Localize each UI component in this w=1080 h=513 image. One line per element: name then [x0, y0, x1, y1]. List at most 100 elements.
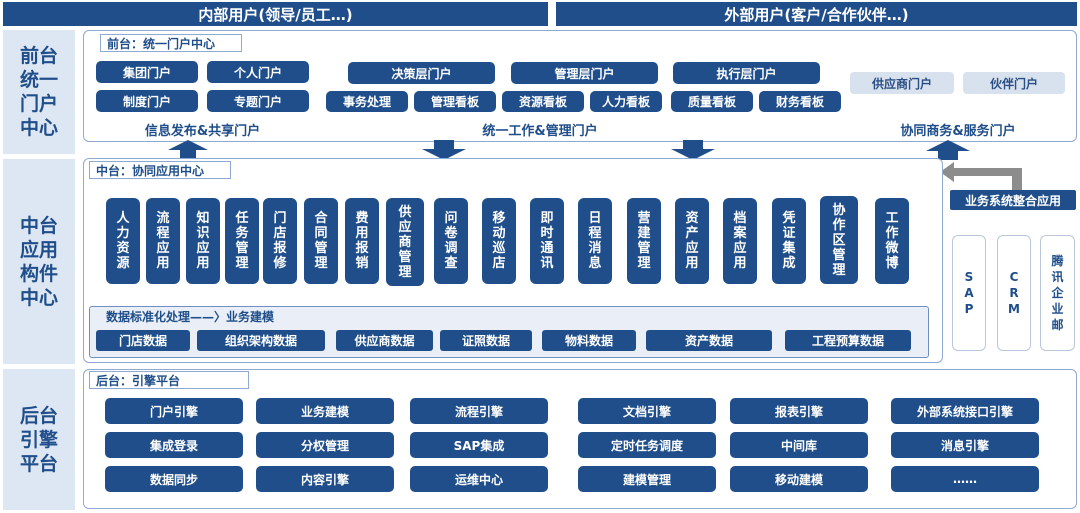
system-tencent-mail[interactable]: 腾讯企业邮 — [1040, 235, 1075, 351]
app-button[interactable]: 费用报销 — [345, 198, 379, 284]
app-label: 日程消息 — [588, 211, 602, 271]
portal-policy-button[interactable]: 制度门户 — [96, 90, 198, 112]
app-button[interactable]: 工作微博 — [875, 198, 909, 284]
system-sap[interactable]: SAP — [952, 235, 986, 351]
front-tag-text: 前台：统一门户中心 — [107, 36, 216, 51]
app-label: 问卷调查 — [444, 211, 458, 271]
front-tag: 前台：统一门户中心 — [100, 34, 242, 52]
app-label: 凭证集成 — [782, 211, 796, 271]
engine-button[interactable]: 定时任务调度 — [578, 432, 716, 458]
system-tencent-mail-label: 腾讯企业邮 — [1051, 254, 1064, 332]
app-label: 人力资源 — [116, 211, 130, 271]
system-sap-label: SAP — [964, 270, 974, 316]
middle-tag: 中台：协同应用中心 — [89, 161, 231, 179]
data-item-button[interactable]: 资产数据 — [646, 330, 772, 351]
up-arrow-icon — [168, 140, 208, 160]
portal-group-button[interactable]: 集团门户 — [96, 61, 198, 83]
back-tag-text: 后台：引擎平台 — [96, 373, 181, 388]
portal-topic-button[interactable]: 专题门户 — [207, 90, 309, 112]
engine-button[interactable]: 中间库 — [730, 432, 868, 458]
data-item-button[interactable]: 工程预算数据 — [785, 330, 911, 351]
app-button[interactable]: 档案应用 — [723, 198, 757, 284]
app-label: 任务管理 — [235, 211, 249, 271]
app-label: 供应商管理 — [398, 204, 412, 280]
board-hr-button[interactable]: 人力看板 — [590, 91, 662, 112]
engine-button[interactable]: 流程引擎 — [410, 398, 548, 424]
down-arrow-icon — [422, 140, 466, 160]
app-button[interactable]: 移动巡店 — [482, 198, 516, 284]
left-caption: 信息发布&共享门户 — [144, 124, 261, 139]
back-tag: 后台：引擎平台 — [89, 371, 249, 389]
app-button[interactable]: 合同管理 — [304, 198, 338, 284]
data-item-button[interactable]: 供应商数据 — [336, 330, 433, 351]
middle-side-label: 中台应用构件中心 — [3, 159, 75, 364]
engine-button[interactable]: 报表引擎 — [730, 398, 868, 424]
app-label: 工作微博 — [885, 211, 899, 271]
app-button[interactable]: 流程应用 — [146, 198, 180, 284]
app-button[interactable]: 资产应用 — [675, 198, 709, 284]
engine-button[interactable]: 集成登录 — [105, 432, 243, 458]
middle-side-text: 中台应用构件中心 — [19, 214, 58, 309]
app-button[interactable]: 营建管理 — [627, 198, 661, 284]
data-item-button[interactable]: 物料数据 — [542, 330, 636, 351]
app-button[interactable]: 任务管理 — [225, 198, 259, 284]
portal-supplier-button[interactable]: 供应商门户 — [850, 72, 954, 94]
board-quality-button[interactable]: 质量看板 — [671, 91, 753, 112]
engine-button[interactable]: 数据同步 — [105, 466, 243, 492]
system-crm[interactable]: CRM — [997, 235, 1031, 351]
portal-partner-button[interactable]: 伙伴门户 — [963, 72, 1065, 94]
engine-button[interactable]: 消息引擎 — [891, 432, 1039, 458]
data-item-button[interactable]: 组织架构数据 — [197, 330, 325, 351]
middle-tag-text: 中台：协同应用中心 — [96, 163, 205, 178]
app-label: 协作区管理 — [832, 202, 846, 278]
back-side-label: 后台引擎平台 — [3, 369, 75, 510]
app-label: 费用报销 — [355, 211, 369, 271]
external-users-label: 外部用户(客户/合作伙伴…) — [724, 5, 909, 24]
app-button[interactable]: 门店报修 — [263, 198, 297, 284]
up-arrow-icon-2 — [926, 140, 970, 160]
engine-button[interactable]: 运维中心 — [410, 466, 548, 492]
data-item-button[interactable]: 门店数据 — [96, 330, 190, 351]
app-button[interactable]: 即时通讯 — [530, 198, 564, 284]
app-button[interactable]: 人力资源 — [106, 198, 140, 284]
board-management-button[interactable]: 管理看板 — [414, 91, 496, 112]
engine-button[interactable]: 文档引擎 — [578, 398, 716, 424]
front-side-label: 前台统一门户中心 — [3, 30, 75, 154]
app-label: 移动巡店 — [492, 211, 506, 271]
app-button[interactable]: 问卷调查 — [434, 198, 468, 284]
engine-button[interactable]: 分权管理 — [256, 432, 394, 458]
integration-title: 业务系统整合应用 — [950, 190, 1076, 210]
engine-button[interactable]: 外部系统接口引擎 — [891, 398, 1039, 424]
engine-button[interactable]: 移动建模 — [730, 466, 868, 492]
back-side-text: 后台引擎平台 — [19, 404, 58, 475]
internal-users-bar: 内部用户(领导/员工…) — [3, 2, 548, 26]
engine-button[interactable]: SAP集成 — [410, 432, 548, 458]
app-button[interactable]: 供应商管理 — [386, 198, 424, 286]
app-label: 合同管理 — [314, 211, 328, 271]
app-button[interactable]: 知识应用 — [186, 198, 220, 284]
integration-arrow-icon — [940, 162, 1022, 190]
portal-decision-button[interactable]: 决策层门户 — [348, 62, 495, 84]
portal-management-button[interactable]: 管理层门户 — [511, 62, 658, 84]
app-button[interactable]: 日程消息 — [578, 198, 612, 284]
engine-button[interactable]: 门户引擎 — [105, 398, 243, 424]
portal-execution-button[interactable]: 执行层门户 — [673, 62, 820, 84]
app-label: 门店报修 — [273, 211, 287, 271]
app-label: 即时通讯 — [540, 211, 554, 271]
app-button[interactable]: 协作区管理 — [820, 196, 858, 284]
engine-button[interactable]: …… — [891, 466, 1039, 492]
board-finance-button[interactable]: 财务看板 — [759, 91, 841, 112]
app-label: 资产应用 — [685, 211, 699, 271]
engine-button[interactable]: 建模管理 — [578, 466, 716, 492]
front-side-text: 前台统一门户中心 — [19, 45, 58, 139]
app-label: 知识应用 — [196, 211, 210, 271]
app-label: 流程应用 — [156, 211, 170, 271]
engine-button[interactable]: 业务建模 — [256, 398, 394, 424]
data-item-button[interactable]: 证照数据 — [440, 330, 532, 351]
app-button[interactable]: 凭证集成 — [772, 198, 806, 284]
board-resource-button[interactable]: 资源看板 — [502, 91, 584, 112]
engine-button[interactable]: 内容引擎 — [256, 466, 394, 492]
portal-personal-button[interactable]: 个人门户 — [207, 61, 309, 83]
external-users-bar: 外部用户(客户/合作伙伴…) — [556, 2, 1077, 26]
board-affairs-button[interactable]: 事务处理 — [326, 91, 408, 112]
